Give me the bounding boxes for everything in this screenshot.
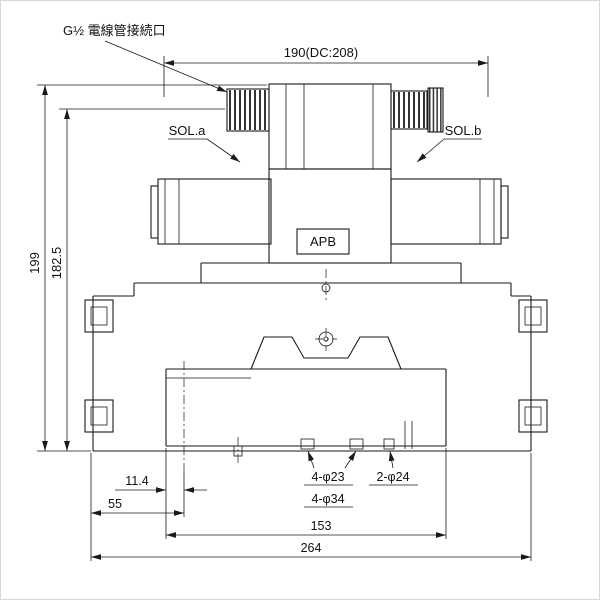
dim-182-label: 182.5 <box>49 247 64 280</box>
holes-34-label: 4-φ34 <box>311 492 344 506</box>
sol-a-leader <box>206 138 241 163</box>
manifold-block <box>84 262 548 471</box>
port-hole <box>349 438 364 450</box>
mounting-boss-right-top <box>518 299 548 333</box>
dim-153-label: 153 <box>311 519 332 533</box>
holes-23-label: 4-φ23 <box>311 470 344 484</box>
dim-190-label: 190(DC:208) <box>284 45 358 60</box>
solenoid-b-endcap <box>500 185 509 239</box>
mounting-boss-hole <box>524 406 542 426</box>
dim-55-label: 55 <box>108 497 122 511</box>
solenoid-valve-assembly: APB SOL.a SOL.b <box>150 83 509 264</box>
callout-leader <box>344 450 357 469</box>
dim-11-4-label: 11.4 <box>125 474 148 488</box>
top-width-dimension: 190(DC:208) <box>163 45 489 97</box>
mounting-boss-left-bottom <box>84 399 114 433</box>
bolt-hole-top <box>321 283 331 293</box>
left-height-dimensions: 199 182.5 <box>27 84 267 452</box>
conduit-leader-line <box>104 40 228 93</box>
drain-port <box>233 445 243 457</box>
dim-199-label: 199 <box>27 252 42 274</box>
nameplate-label: APB <box>310 234 336 249</box>
conduit-label-group: G½ 電線管接続口 <box>63 23 228 93</box>
nameplate-box <box>296 228 350 255</box>
solenoid-a-body <box>157 178 272 245</box>
mounting-boss-hole <box>524 306 542 326</box>
hole-callouts: 4-φ23 2-φ24 4-φ34 <box>304 450 418 508</box>
mounting-boss-hole <box>90 406 108 426</box>
mounting-boss-left-top <box>84 299 114 333</box>
callout-leader <box>307 450 315 469</box>
mounting-boss-hole <box>90 306 108 326</box>
conduit-port-left <box>226 88 270 132</box>
callout-leader <box>388 450 395 469</box>
conduit-port-right <box>390 90 428 130</box>
sol-b-label: SOL.b <box>445 123 482 138</box>
conduit-cap-right <box>427 87 444 133</box>
port-hole <box>383 438 395 450</box>
cast-port-contour <box>250 336 402 370</box>
bottom-dimensions: 11.4 55 153 264 <box>90 448 532 561</box>
solenoid-b-body <box>390 178 502 245</box>
dim-264-label: 264 <box>301 541 322 555</box>
sol-b-leader <box>416 138 445 163</box>
sol-a-label: SOL.a <box>169 123 207 138</box>
conduit-port-label: G½ 電線管接続口 <box>63 23 166 38</box>
solenoid-a-endcap <box>150 185 159 239</box>
port-hole <box>300 438 315 450</box>
mounting-boss-right-bottom <box>518 399 548 433</box>
holes-24-label: 2-φ24 <box>376 470 409 484</box>
